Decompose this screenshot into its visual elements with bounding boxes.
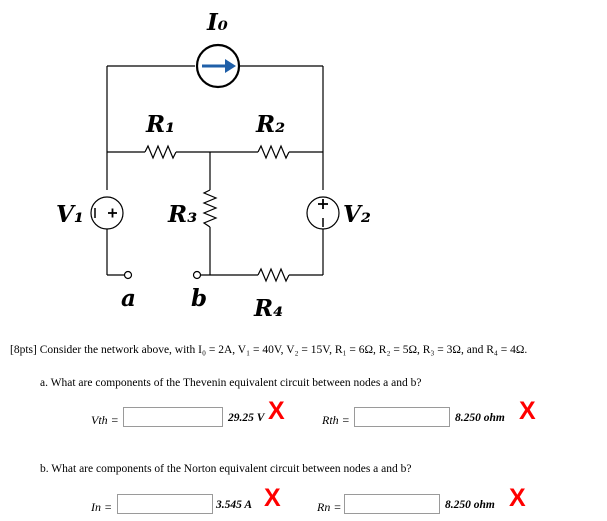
- rn-answer: 8.250 ohm: [445, 499, 495, 511]
- problem-statement: [8pts] Consider the network above, with …: [10, 344, 528, 356]
- in-input[interactable]: [117, 494, 213, 514]
- label-node-b: b: [191, 285, 207, 312]
- label-v2: V₂: [343, 201, 371, 228]
- rth-wrong-mark-icon: X: [519, 397, 536, 425]
- label-r1: R₁: [145, 111, 175, 138]
- current-arrow-head-icon: [225, 59, 236, 73]
- vth-answer: 29.25 V: [228, 412, 265, 424]
- in-answer: 3.545 A: [216, 499, 252, 511]
- vth-wrong-mark-icon: X: [268, 397, 285, 425]
- terminal-a: [123, 270, 133, 280]
- label-i0: I₀: [206, 9, 228, 36]
- resistor-r3: [202, 189, 218, 228]
- label-r3: R₃: [167, 201, 197, 228]
- terminal-b: [192, 270, 202, 280]
- rn-input[interactable]: [344, 494, 440, 514]
- circuit-diagram: I₀ R₁ R₂ R₃ R₄ V₁ V₂ a b: [56, 9, 371, 322]
- voltage-source-v1: [90, 196, 124, 230]
- in-wrong-mark-icon: X: [264, 484, 281, 512]
- label-r4: R₄: [253, 295, 283, 322]
- label-node-a: a: [121, 285, 136, 312]
- rth-answer: 8.250 ohm: [455, 412, 505, 424]
- label-v1: V₁: [56, 201, 84, 228]
- rth-input[interactable]: [354, 407, 450, 427]
- resistor-r2: [257, 144, 290, 160]
- question-part-b: b. What are components of the Norton equ…: [40, 463, 412, 475]
- question-part-a: a. What are components of the Thevenin e…: [40, 377, 422, 389]
- rth-label: Rth =: [322, 413, 350, 427]
- rn-label: Rn =: [317, 500, 342, 514]
- rn-wrong-mark-icon: X: [509, 484, 526, 512]
- resistor-r4: [257, 267, 290, 283]
- vth-label: Vth =: [91, 413, 119, 427]
- current-source-i0: [195, 43, 241, 89]
- label-r2: R₂: [255, 111, 285, 138]
- resistor-r1: [144, 144, 177, 160]
- vth-input[interactable]: [123, 407, 223, 427]
- in-label: In =: [91, 500, 113, 514]
